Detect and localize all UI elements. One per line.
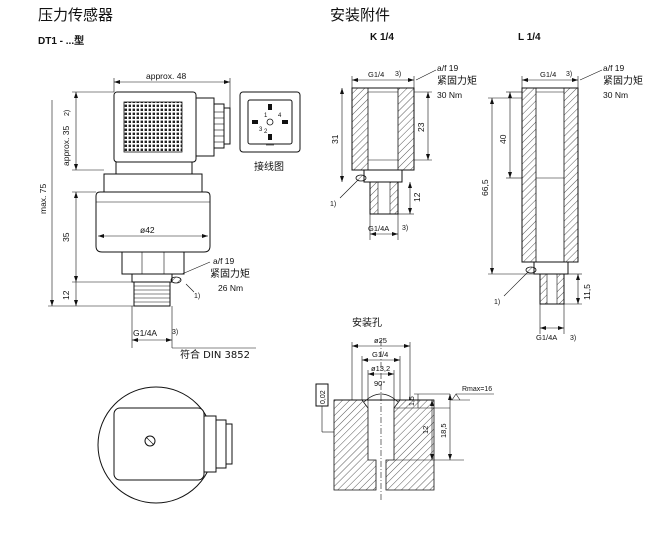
title-pressure-sensor: 压力传感器 [38,6,114,24]
l14-label: L 1/4 [518,32,541,43]
dim-dia-42: ø42 [140,225,155,235]
l14-adapter [521,87,579,305]
dim-approx-48: approx. 48 [146,71,186,81]
dim-approx-35: approx. 35 [61,126,71,166]
k14-thread-top: G1/4 [368,70,384,79]
dt1-af19: a/f 19 [213,256,235,266]
svg-text:4: 4 [278,113,282,119]
k14-dim-31: 31 [330,134,340,144]
wiring-diagram-label: 接线图 [254,160,284,173]
hole-dia-25: ø25 [374,336,387,345]
hole-dim-185: 18,5 [439,423,448,438]
dt1-sensor-top-view [97,386,233,504]
svg-text:2: 2 [264,129,268,135]
k14-dim-23: 23 [416,122,426,132]
mounting-hole-label: 安装孔 [352,316,382,329]
k14-label: K 1/4 [370,32,394,43]
l14-torque-label: 紧固力矩 [603,74,643,87]
dt1-note-3: 3) [172,329,178,336]
title-mounting-accessories: 安装附件 [330,6,391,24]
k14-torque-label: 紧固力矩 [437,74,477,87]
dt1-dimensions [48,78,256,349]
hole-g14: G1/4 [372,350,388,359]
dt1-torque-label: 紧固力矩 [210,267,250,280]
l14-note-3b: 3) [570,335,576,342]
svg-text:3: 3 [259,127,263,133]
hole-rmax: Rmax=16 [462,386,492,393]
l14-thread-bottom: G1/4A [536,333,557,342]
hole-angle: 90° [374,379,385,388]
k14-adapter [351,87,415,215]
note-2: 2) [64,110,71,116]
k14-af19: a/f 19 [437,63,459,73]
l14-af19: a/f 19 [603,63,625,73]
dt1-sensor-side-view [95,91,231,307]
hole-dim-12: 12 [421,426,430,434]
l14-dim-40: 40 [498,134,508,144]
l14-dim-115: 11,5 [582,284,592,300]
l14-dim-665: 66,5 [480,179,490,196]
l14-torque-value: 30 Nm [603,90,628,100]
k14-thread-bottom: G1/4A [368,224,389,233]
k14-note-1: 1) [330,201,336,208]
hole-dia-132: ø13,2 [371,364,390,373]
k14-dimensions [339,69,437,240]
l14-note-3: 3) [566,71,572,78]
k14-note-3b: 3) [402,225,408,232]
dt1-thread: G1/4A [133,328,157,338]
svg-text:1: 1 [264,113,268,119]
model-label: DT1 - ...型 [38,36,85,47]
dim-12: 12 [61,290,71,300]
mounting-hole-section [333,340,435,500]
dt1-torque-value: 26 Nm [218,283,243,293]
dt1-standard: 符合 DIN 3852 [180,348,250,361]
l14-thread-top: G1/4 [540,70,556,79]
hole-tolerance: 0,02 [320,390,327,404]
dim-max-75: max. 75 [38,183,48,214]
k14-torque-value: 30 Nm [437,90,462,100]
dim-35: 35 [61,232,71,242]
k14-dim-12: 12 [412,192,422,202]
mounting-hole-dimensions [315,342,494,461]
wiring-diagram: 1 2 3 4 [239,91,301,153]
dt1-note-1: 1) [194,293,200,300]
hole-dim-15: 1,5 [409,396,416,406]
l14-note-1: 1) [494,299,500,306]
k14-note-3: 3) [395,71,401,78]
l14-dimensions [488,69,603,334]
